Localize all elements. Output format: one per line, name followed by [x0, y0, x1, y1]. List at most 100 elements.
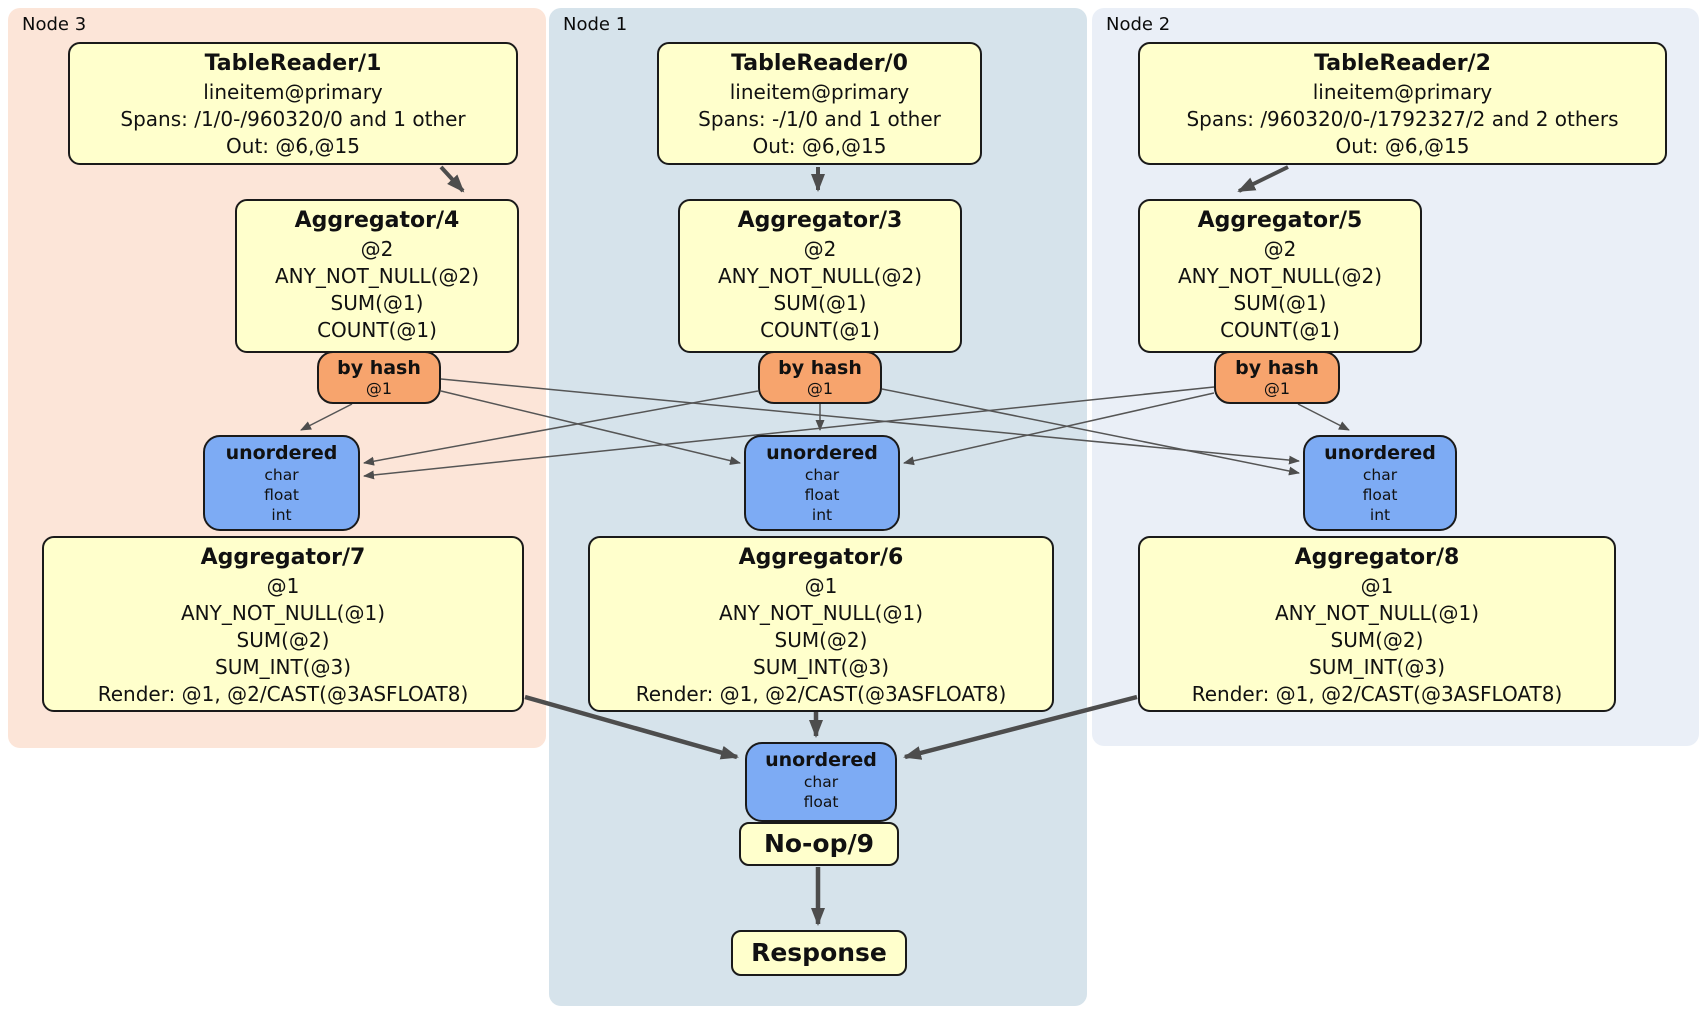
aggregator-6-title: Aggregator/6 [738, 545, 904, 570]
node1-label: Node 1 [563, 14, 628, 35]
hash-router-node1: by hash @1 [758, 351, 882, 404]
sync-type-float: float [264, 486, 299, 504]
sync-type-float: float [804, 486, 840, 504]
edge-agg7-finalsync [524, 694, 739, 760]
edge-hash3-unord3 [300, 403, 353, 431]
tablereader-0-index: lineitem@primary [729, 80, 910, 104]
aggregator-5-fn2: SUM(@1) [1233, 291, 1327, 315]
tablereader-2-title: TableReader/2 [1314, 51, 1491, 76]
aggregator-3-fn3: COUNT(@1) [760, 318, 880, 342]
hash-router-node2: by hash @1 [1214, 351, 1340, 404]
aggregator-8-box: Aggregator/8 @1 ANY_NOT_NULL(@1) SUM(@2)… [1138, 536, 1616, 712]
edge-agg8-finalsync [903, 694, 1138, 760]
tablereader-1-index: lineitem@primary [203, 80, 383, 104]
tablereader-2-box: TableReader/2 lineitem@primary Spans: /9… [1138, 42, 1667, 165]
aggregator-8-render: Render: @1, @2/CAST(@3ASFLOAT8) [1191, 682, 1563, 706]
hash-router-node3: by hash @1 [317, 351, 441, 404]
edge-hash3-unord2 [440, 378, 1300, 465]
sync-type-char: char [264, 466, 299, 484]
edge-hash2-unord2 [1297, 403, 1350, 431]
aggregator-7-fn3: SUM_INT(@3) [215, 655, 351, 679]
unordered-sync-final-label: unordered [765, 749, 877, 771]
aggregator-4-fn2: SUM(@1) [330, 291, 424, 315]
tablereader-2-spans: Spans: /960320/0-/1792327/2 and 2 others [1186, 107, 1619, 131]
response-box: Response [731, 930, 907, 976]
tablereader-2-out: Out: @6,@15 [1335, 134, 1470, 158]
hash-router-node2-col: @1 [1263, 379, 1291, 398]
node3-label: Node 3 [22, 14, 87, 35]
tablereader-1-box: TableReader/1 lineitem@primary Spans: /1… [68, 42, 518, 165]
aggregator-4-fn1: ANY_NOT_NULL(@2) [275, 264, 479, 288]
sync-type-int: int [271, 506, 292, 524]
aggregator-6-fn1: ANY_NOT_NULL(@1) [719, 601, 923, 625]
edge-hash1-unord2 [881, 388, 1300, 476]
aggregator-7-fn2: SUM(@2) [236, 628, 330, 652]
aggregator-4-box: Aggregator/4 @2 ANY_NOT_NULL(@2) SUM(@1)… [235, 199, 519, 353]
aggregator-8-groupcol: @1 [1360, 574, 1394, 598]
aggregator-3-fn1: ANY_NOT_NULL(@2) [718, 264, 922, 288]
unordered-sync-node3-label: unordered [225, 442, 338, 464]
aggregator-3-title: Aggregator/3 [737, 208, 903, 233]
aggregator-8-fn3: SUM_INT(@3) [1309, 655, 1445, 679]
hash-router-node1-col: @1 [806, 379, 834, 398]
unordered-sync-node1: unordered char float int [744, 435, 900, 531]
hash-router-node2-label: by hash [1235, 357, 1319, 379]
aggregator-5-fn1: ANY_NOT_NULL(@2) [1178, 264, 1382, 288]
aggregator-3-groupcol: @2 [803, 237, 837, 261]
hash-router-node1-label: by hash [778, 357, 862, 379]
aggregator-7-box: Aggregator/7 @1 ANY_NOT_NULL(@1) SUM(@2)… [42, 536, 524, 712]
tablereader-0-spans: Spans: -/1/0 and 1 other [698, 107, 941, 131]
aggregator-7-render: Render: @1, @2/CAST(@3ASFLOAT8) [97, 682, 469, 706]
tablereader-0-title: TableReader/0 [731, 51, 908, 76]
unordered-sync-node1-label: unordered [766, 442, 878, 464]
tablereader-0-out: Out: @6,@15 [752, 134, 887, 158]
sync-type-char: char [804, 466, 840, 484]
unordered-sync-node2: unordered char float int [1303, 435, 1457, 531]
aggregator-7-title: Aggregator/7 [200, 545, 366, 570]
aggregator-8-fn1: ANY_NOT_NULL(@1) [1275, 601, 1479, 625]
edge-tr1-agg4 [439, 165, 465, 193]
aggregator-4-title: Aggregator/4 [294, 208, 460, 233]
aggregator-5-title: Aggregator/5 [1197, 208, 1363, 233]
aggregator-5-fn3: COUNT(@1) [1220, 318, 1340, 342]
tablereader-1-title: TableReader/1 [204, 51, 382, 76]
tablereader-1-spans: Spans: /1/0-/960320/0 and 1 other [120, 107, 466, 131]
aggregator-3-box: Aggregator/3 @2 ANY_NOT_NULL(@2) SUM(@1)… [678, 199, 962, 353]
sync-type-float: float [1362, 486, 1398, 504]
aggregator-6-groupcol: @1 [804, 574, 838, 598]
node2-label: Node 2 [1106, 14, 1171, 35]
edge-tr2-agg5 [1237, 165, 1289, 193]
edge-hash2-unord1 [903, 392, 1215, 466]
unordered-sync-final: unordered char float [745, 742, 897, 822]
aggregator-5-groupcol: @2 [1263, 237, 1297, 261]
noop-9-box: No-op/9 [739, 822, 899, 866]
unordered-sync-node3: unordered char float int [203, 435, 360, 531]
edge-hash1-unord3 [363, 390, 759, 466]
aggregator-6-fn2: SUM(@2) [774, 628, 868, 652]
unordered-sync-node2-label: unordered [1324, 442, 1436, 464]
sync-type-int: int [811, 506, 833, 524]
aggregator-8-fn2: SUM(@2) [1330, 628, 1424, 652]
sync-type-char: char [803, 773, 839, 791]
sync-type-int: int [1369, 506, 1391, 524]
sync-type-float: float [803, 793, 839, 811]
edge-hash2-unord3 [363, 386, 1215, 480]
aggregator-7-groupcol: @1 [266, 574, 300, 598]
aggregator-5-box: Aggregator/5 @2 ANY_NOT_NULL(@2) SUM(@1)… [1138, 199, 1422, 353]
tablereader-0-box: TableReader/0 lineitem@primary Spans: -/… [657, 42, 982, 165]
sync-type-char: char [1362, 466, 1398, 484]
aggregator-4-groupcol: @2 [360, 237, 394, 261]
edge-hash3-unord1 [440, 390, 741, 466]
aggregator-4-fn3: COUNT(@1) [317, 318, 437, 342]
aggregator-7-fn1: ANY_NOT_NULL(@1) [181, 601, 385, 625]
hash-router-node3-label: by hash [337, 357, 421, 379]
hash-router-node3-col: @1 [365, 379, 393, 398]
tablereader-1-out: Out: @6,@15 [226, 134, 360, 158]
aggregator-6-box: Aggregator/6 @1 ANY_NOT_NULL(@1) SUM(@2)… [588, 536, 1054, 712]
aggregator-3-fn2: SUM(@1) [773, 291, 867, 315]
aggregator-6-fn3: SUM_INT(@3) [753, 655, 889, 679]
aggregator-8-title: Aggregator/8 [1294, 545, 1460, 570]
tablereader-2-index: lineitem@primary [1312, 80, 1493, 104]
